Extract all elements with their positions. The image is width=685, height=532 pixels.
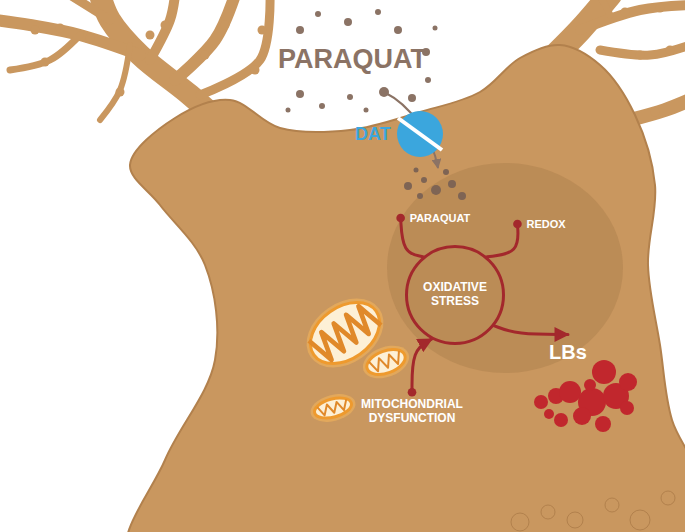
paraquat-particle [433,26,438,31]
paraquat-particle [448,180,456,188]
lewy-body [544,409,554,419]
dendrite-branch [175,0,235,80]
membrane-bleb [661,491,675,505]
paraquat-particle [379,87,389,97]
mitochondrion [358,340,413,385]
dendrite-spine [636,51,645,60]
paraquat-particle [431,185,441,195]
dendrite-spine [201,51,210,60]
paraquat-particle [394,26,402,34]
node-text: PARAQUAT [410,212,471,225]
lewy-body [592,360,616,384]
dendrite-branch [70,0,110,20]
membrane-bleb [630,510,650,530]
dendrite-spine [651,108,660,117]
membrane-bleb [567,512,583,528]
dendrite-branch [200,0,270,95]
lewy-body [559,381,581,403]
dendrite-spine [116,88,125,97]
paraquat-particle [286,108,291,113]
dendrite-spine [146,31,155,40]
connector-arrow [487,224,518,257]
dendrite-spine [86,34,95,43]
paraquat-particle [458,192,466,200]
process-label: MITOCHONDRIAL DYSFUNCTION [356,398,468,426]
membrane-bleb [541,505,555,519]
paraquat-particle [315,11,321,17]
dendrite-spine [221,21,230,30]
paraquat-particle [296,26,304,34]
node-text: REDOX [526,218,565,231]
lewy-body [554,413,568,427]
paraquat-particle [296,90,304,98]
dendrite-branch [0,20,140,55]
dendrite-spine [656,4,665,13]
mitochondrion [307,389,358,426]
connector-arrow [494,326,568,335]
dendrite-spine [258,26,267,35]
node-text: LBs [549,341,587,364]
paraquat-particle [364,108,369,113]
dendrite-branch [10,35,80,70]
dendrite-spine [161,21,170,30]
paraquat-particle [414,168,419,173]
paraquat-particle [375,9,381,15]
aggregate-label: LBs [549,341,587,364]
lewy-body [534,395,548,409]
cell-body [126,45,685,532]
lewy-body [620,401,634,415]
paraquat-particle [319,103,325,109]
paraquat-particle [347,94,353,100]
node-text: OXIDATIVE STRESS [418,281,492,309]
paraquat-particle [344,18,352,26]
dendrite-branch [100,45,130,120]
dat-transporter [397,111,443,157]
paraquat-particle [417,193,423,199]
transporter-label: DAT [355,124,391,145]
substance-label: PARAQUAT [278,44,427,75]
connector-arrow [412,339,432,392]
connector-arrow [401,218,423,257]
nucleus [387,163,623,373]
dendrite-branch [580,5,685,30]
dendrite-spine [666,46,675,55]
paraquat-particle [421,177,427,183]
agent-label: PARAQUAT [410,212,471,225]
dendrite-spine [56,24,65,33]
paraquat-particle [404,182,412,190]
process-label: REDOX [526,218,565,231]
node-text: MITOCHONDRIAL DYSFUNCTION [356,398,468,426]
paraquat-particle [425,77,431,83]
paraquat-particle [408,94,416,102]
membrane-bleb [511,513,529,531]
membrane-bleb [605,498,619,512]
lewy-body [573,407,591,425]
lewy-body [595,416,611,432]
dendrite-branch [600,0,610,15]
dendrite-branch [630,100,685,120]
dendrite-spine [41,58,50,67]
lewy-body-aggregates [534,360,637,432]
dendrite-branch [150,0,175,60]
paraquat-particle [443,169,449,175]
dendrite-spine [251,66,260,75]
lewy-body [584,379,596,391]
lewy-body [619,373,637,391]
dendrite-spine [621,8,630,17]
stress-circle: OXIDATIVE STRESS [405,245,505,345]
dendrite-spine [31,26,40,35]
